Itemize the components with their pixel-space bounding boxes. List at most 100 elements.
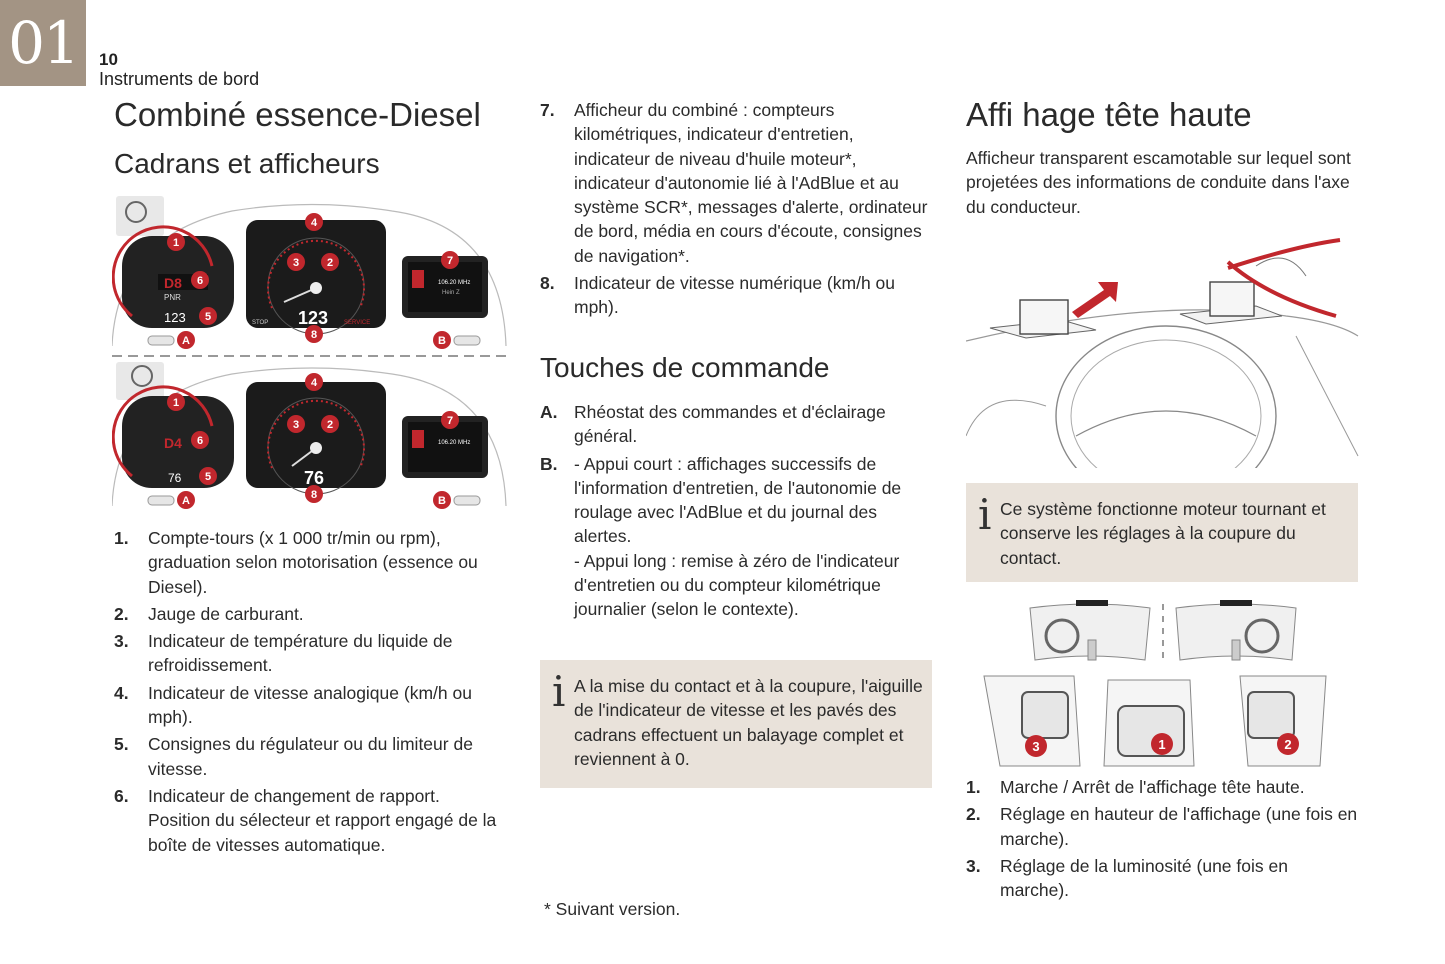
item-number: 1. — [114, 528, 129, 548]
callout-7-top: 7 — [447, 255, 453, 267]
item-number: 6. — [114, 785, 129, 806]
list-item: 1. Marche / Arrêt de l'affichage tête hau… — [966, 775, 1358, 799]
callout-2-bottom: 2 — [327, 419, 333, 431]
callout-3-bottom: 3 — [293, 419, 299, 431]
hud-title: Affi hage tête haute — [966, 96, 1252, 133]
item-text: Indicateur de température du liquide de … — [148, 631, 453, 676]
item-number: 5. — [114, 734, 129, 755]
item-text: Indicateur de vitesse numérique (km/h ou… — [574, 273, 895, 318]
callout-2: 2 — [1284, 737, 1291, 752]
callout-b-top: B — [438, 335, 446, 347]
list-item: B. - Appui court : affichages successifs … — [540, 452, 928, 622]
callout-4-top: 4 — [311, 217, 318, 229]
callout-1-top: 1 — [173, 237, 179, 249]
callout-3: 3 — [1032, 739, 1039, 754]
info-box-hud: ⅰ Ce système fonctionne moteur tournant … — [966, 483, 1358, 582]
item-number: 3. — [966, 855, 981, 876]
instrument-cluster-figure: D8 PNR 123 123 STOP SERVICE 106.20 MHz H… — [112, 196, 507, 509]
hud-intro: Afficheur transparent escamotable sur le… — [966, 148, 1351, 217]
list-item: 8. Indicateur de vitesse numérique (km/h … — [540, 271, 928, 320]
item-text: Indicateur de vitesse analogique (km/h o… — [148, 682, 472, 728]
callout-6-bottom: 6 — [197, 435, 203, 447]
cluster-bottom: D4 76 76 106.20 MHz — [112, 362, 507, 507]
item-text: Réglage en hauteur de l'affichage (une f… — [1000, 804, 1358, 849]
info-icon: ⅰ — [978, 490, 992, 539]
list-item: 2. Jauge de carburant. — [114, 602, 506, 626]
nav-freq-top: 106.20 MHz — [438, 280, 470, 286]
callout-7-bottom: 7 — [447, 415, 453, 427]
callout-8-top: 8 — [311, 329, 317, 341]
list-item: 1. Compte-tours (x 1 000 tr/min ou rpm), … — [114, 526, 506, 599]
item-text: Réglage de la luminosité (une fois en ma… — [1000, 855, 1288, 901]
item-text: Compte-tours (x 1 000 tr/min ou rpm), gr… — [148, 528, 478, 597]
gauges-list: 1. Compte-tours (x 1 000 tr/min ou rpm), … — [114, 526, 506, 860]
list-item: 7. Afficheur du combiné : compteurs kilom… — [540, 98, 928, 268]
item-number: 7. — [540, 100, 555, 120]
controls-title: Touches de commande — [540, 352, 830, 383]
callout-b-bottom: B — [438, 495, 446, 507]
item-text: Jauge de carburant. — [148, 603, 304, 624]
item-number: A. — [540, 402, 558, 422]
item-number: 1. — [966, 777, 981, 797]
list-item: 2. Réglage en hauteur de l'affichage (une… — [966, 802, 1358, 851]
speed-readout-top: 123 — [298, 308, 328, 328]
nav-station-top: Hein Z — [442, 290, 460, 296]
info-text: Ce système fonctionne moteur tournant et… — [1000, 499, 1326, 568]
callout-8-bottom: 8 — [311, 489, 317, 501]
gear-readout-top: D8 — [164, 275, 182, 291]
item-text: Indicateur de changement de rapport. Pos… — [148, 785, 497, 855]
item-number: 8. — [540, 273, 555, 294]
info-text: A la mise du contact et à la coupure, l'… — [574, 676, 923, 769]
service-label-top: SERVICE — [344, 320, 370, 326]
callout-1-bottom: 1 — [173, 397, 179, 409]
cluster-top: D8 PNR 123 123 STOP SERVICE 106.20 MHz H… — [112, 196, 507, 347]
item-number: 3. — [114, 631, 129, 652]
controls-list: A. Rhéostat des commandes et d'éclairage … — [540, 400, 928, 625]
cruise-speed-bottom: 76 — [168, 471, 182, 485]
nav-freq-bottom: 106.20 MHz — [438, 440, 470, 446]
item-text: Marche / Arrêt de l'affichage tête haute… — [1000, 777, 1305, 797]
callout-a-bottom: A — [182, 495, 190, 507]
prnd-top: PNR — [164, 293, 181, 302]
callout-2-top: 2 — [327, 257, 333, 269]
callout-3-top: 3 — [293, 257, 299, 269]
footnote: * Suivant version. — [544, 899, 681, 919]
list-item: 3. Indicateur de température du liquide d… — [114, 629, 506, 678]
callout-1: 1 — [1158, 737, 1165, 752]
list-item: 4. Indicateur de vitesse analogique (km/h… — [114, 681, 506, 730]
cross-icon — [1227, 238, 1341, 270]
head-up-display-figure — [966, 238, 1359, 468]
list-item: A. Rhéostat des commandes et d'éclairage … — [540, 400, 928, 449]
item-text: Consignes du régulateur ou du limiteur d… — [148, 734, 473, 779]
list-item: 6. Indicateur de changement de rapport. P… — [114, 784, 506, 857]
callout-a-top: A — [182, 335, 190, 347]
list-item: 3. Réglage de la luminosité (une fois en … — [966, 854, 1358, 903]
list-item: 5. Consignes du régulateur ou du limiteur… — [114, 732, 506, 781]
cruise-speed-top: 123 — [164, 310, 186, 325]
page-title: Combiné essence-Diesel — [114, 96, 481, 133]
section-label: Instruments de bord — [99, 69, 260, 89]
item-text: - Appui court : affichages successifs de… — [574, 453, 902, 620]
item-number: 2. — [114, 603, 129, 624]
item-text: Afficheur du combiné : compteurs kilomét… — [574, 100, 928, 266]
hud-controls-figure: 3 1 2 — [983, 600, 1327, 767]
item-text: Rhéostat des commandes et d'éclairage gé… — [574, 402, 886, 447]
raise-arrow-icon — [1072, 282, 1118, 318]
info-icon: ⅰ — [552, 667, 566, 716]
callout-5-top: 5 — [205, 311, 211, 323]
stop-label-top: STOP — [252, 320, 268, 326]
item-number: B. — [540, 453, 558, 474]
page-number: 10 — [99, 50, 118, 69]
info-box-sweep: ⅰ A la mise du contact et à la coupure, … — [540, 660, 932, 788]
callout-4-bottom: 4 — [311, 377, 318, 389]
gear-readout-bottom: D4 — [164, 435, 182, 451]
speed-readout-bottom: 76 — [304, 468, 324, 488]
section-subtitle: Cadrans et afficheurs — [114, 148, 380, 179]
item-number: 2. — [966, 804, 981, 825]
hud-controls-list: 1. Marche / Arrêt de l'affichage tête hau… — [966, 775, 1358, 905]
callout-6-top: 6 — [197, 275, 203, 287]
chapter-number: 01 — [8, 9, 80, 77]
display-list: 7. Afficheur du combiné : compteurs kilom… — [540, 98, 928, 323]
callout-5-bottom: 5 — [205, 471, 211, 483]
item-number: 4. — [114, 682, 129, 703]
